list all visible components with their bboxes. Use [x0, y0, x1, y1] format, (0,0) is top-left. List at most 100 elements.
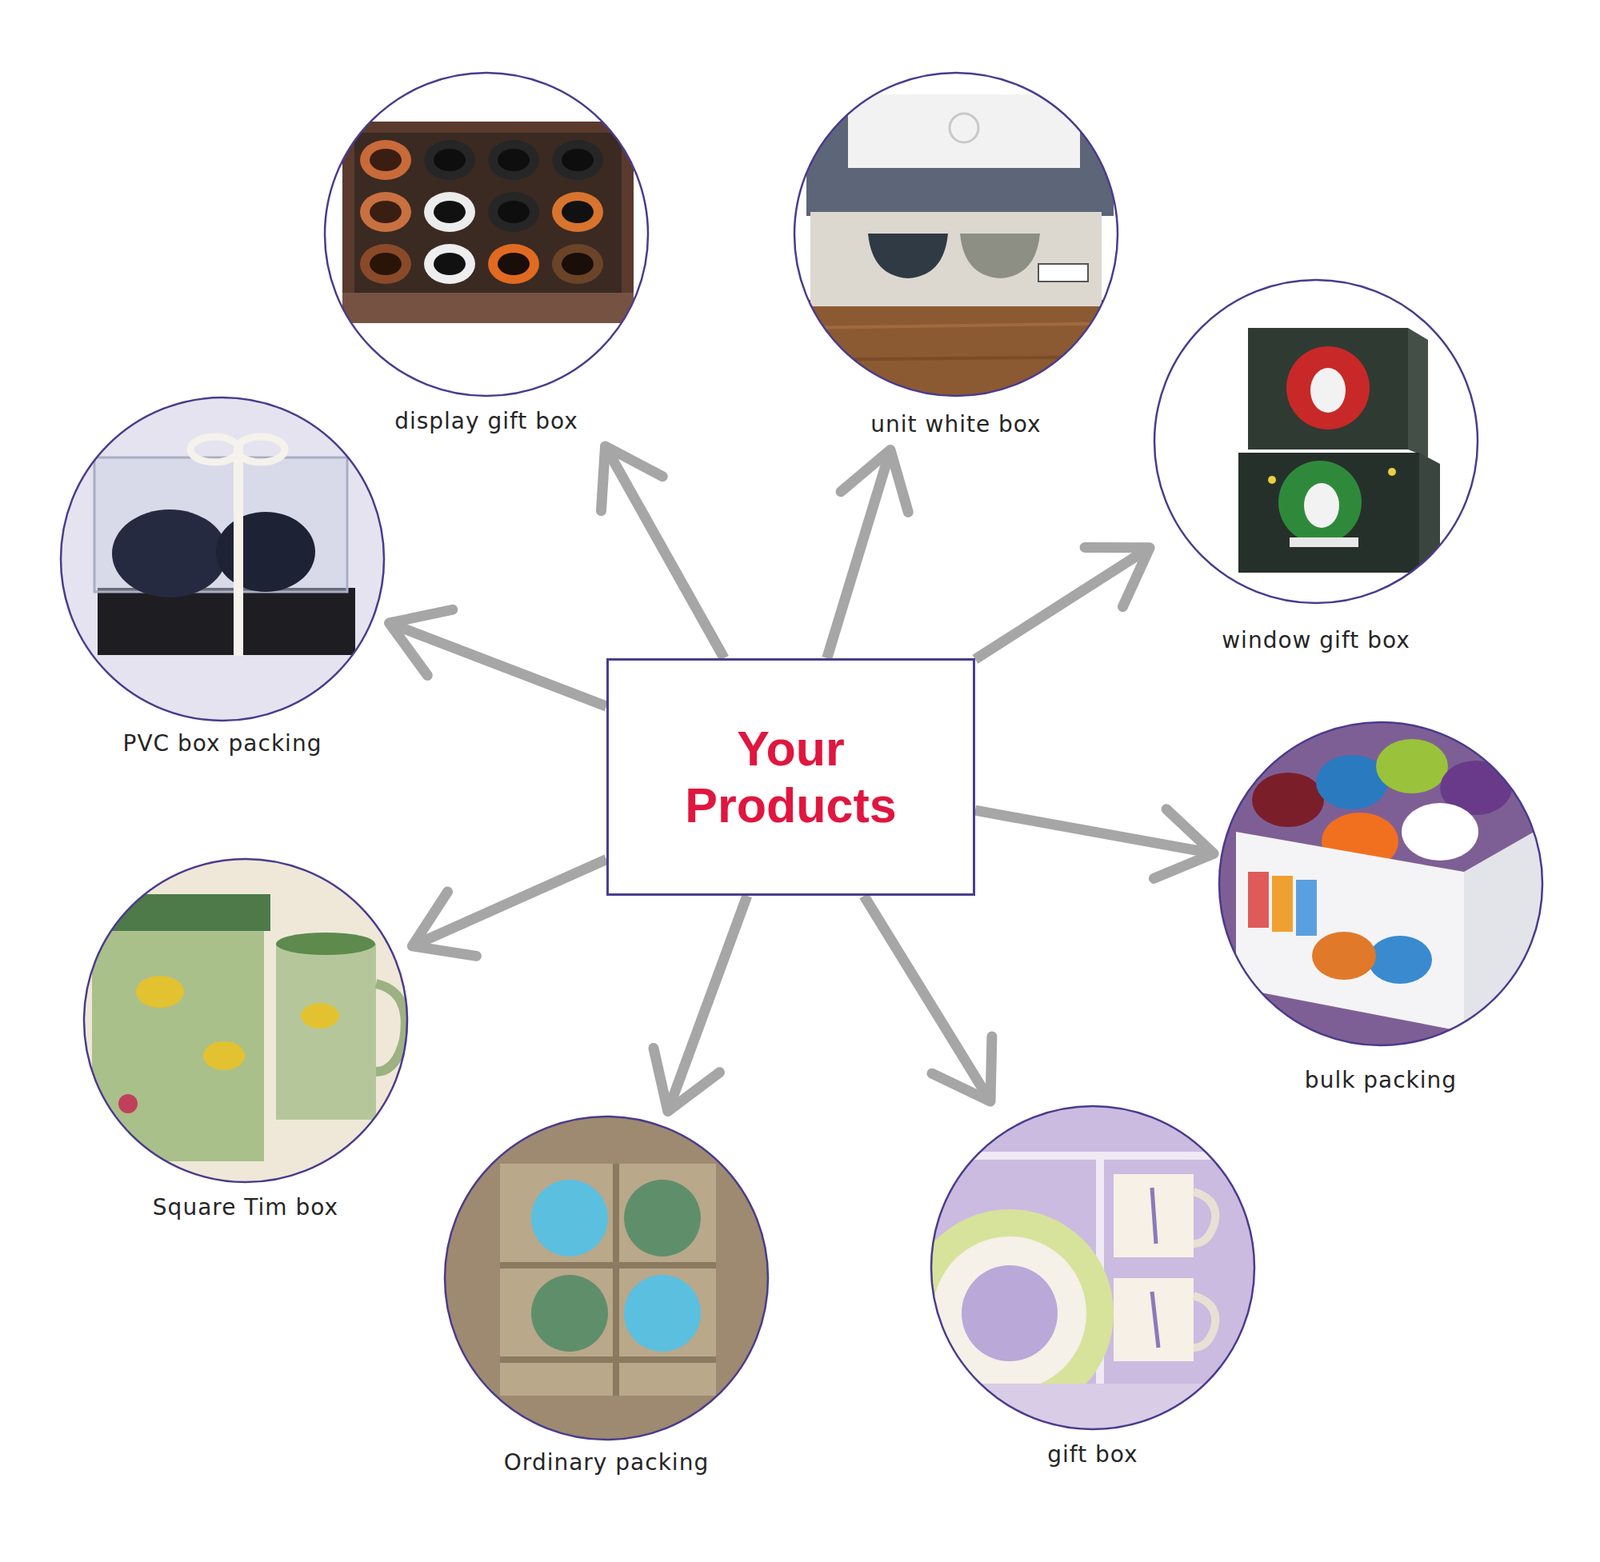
illustration-shape: [433, 252, 466, 276]
illustration-shape: [794, 72, 1118, 396]
illustration-shape: [624, 1275, 701, 1352]
illustration-shape: [376, 984, 406, 1072]
illustration-shape: [342, 121, 634, 324]
illustration-shape: [1286, 346, 1370, 430]
packing-circle: Square Tim box: [84, 859, 408, 1228]
illustration-shape: [500, 1164, 716, 1396]
arrow: [389, 609, 607, 707]
illustration-shape: [1152, 276, 1488, 612]
illustration-shape: [92, 905, 264, 1162]
illustration-shape: [84, 859, 408, 1183]
arrow-head: [840, 449, 908, 512]
illustration-shape: [1113, 1174, 1194, 1258]
illustration-shape: [1368, 936, 1432, 984]
illustration-shape: [1310, 368, 1346, 413]
illustration-shape: [444, 1116, 768, 1440]
illustration-shape: [56, 396, 392, 732]
illustration-shape: [561, 252, 594, 276]
arrow: [864, 896, 992, 1102]
illustration-shape: [118, 1094, 138, 1114]
packing-circle: PVC box packing: [60, 397, 384, 764]
illustration-shape: [80, 856, 416, 1192]
illustration-shape: [1252, 772, 1324, 828]
packing-circle: Ordinary packing: [444, 1116, 768, 1484]
illustration-shape: [1038, 264, 1088, 282]
illustration-shape: [806, 94, 1114, 216]
packing-label: Square Tim box: [152, 1194, 339, 1222]
illustration-shape: [488, 140, 540, 180]
illustration-shape: [497, 200, 530, 224]
illustration-shape: [440, 1112, 776, 1448]
illustration-shape: [1152, 1188, 1156, 1244]
illustration-shape: [369, 252, 402, 276]
bulk-packing-photo: [1216, 720, 1552, 1056]
arrow: [827, 449, 909, 659]
packing-circle: bulk packing: [1219, 722, 1543, 1101]
illustration-shape: [1401, 803, 1479, 861]
illustration-shape: [190, 436, 239, 463]
arrow: [412, 859, 607, 956]
illustration-shape: [1388, 468, 1396, 476]
illustration-shape: [236, 436, 285, 463]
illustration-shape: [949, 113, 979, 143]
illustration-shape: [112, 509, 228, 598]
illustration-shape: [624, 1180, 701, 1257]
illustration-shape: [1376, 739, 1448, 794]
illustration-shape: [1289, 537, 1359, 548]
illustration-shape: [960, 233, 1040, 279]
illustration-shape: [60, 397, 384, 721]
packing-circle: unit white box: [794, 72, 1118, 445]
illustration-shape: [561, 148, 594, 172]
illustration-shape: [497, 252, 530, 276]
illustration-shape: [931, 1106, 1255, 1430]
illustration-shape: [1419, 452, 1440, 581]
illustration-shape: [369, 148, 402, 172]
illustration-shape: [97, 588, 356, 656]
illustration-shape: [1278, 460, 1362, 544]
center-box: Your Products: [606, 658, 976, 896]
illustration-shape: [810, 212, 1102, 307]
illustration-shape: [868, 233, 948, 279]
illustration-shape: [792, 300, 1128, 404]
illustration-shape: [424, 140, 476, 180]
illustration-shape: [1113, 1278, 1194, 1362]
illustration-shape: [360, 244, 412, 284]
illustration-shape: [233, 444, 244, 656]
illustration-shape: [1193, 1296, 1216, 1348]
illustration-shape: [369, 200, 402, 224]
illustration-shape: [1272, 876, 1293, 932]
packing-label: unit white box: [870, 411, 1041, 439]
arrow-head: [389, 609, 453, 676]
illustration-shape: [848, 94, 1080, 168]
illustration-shape: [320, 68, 656, 404]
illustration-shape: [1268, 476, 1276, 484]
arrow-head: [412, 892, 476, 956]
packing-circle: display gift box: [324, 72, 648, 442]
illustration-shape: [612, 1164, 620, 1396]
arrow: [975, 809, 1214, 880]
illustration-shape: [1408, 328, 1428, 458]
illustration-shape: [961, 1265, 1058, 1362]
illustration-shape: [84, 894, 271, 932]
illustration-shape: [1304, 483, 1340, 528]
illustration-shape: [1152, 1292, 1159, 1348]
illustration-shape: [1248, 328, 1408, 450]
illustration-shape: [276, 944, 376, 1120]
illustration-shape: [792, 68, 1128, 404]
arrow-shaft: [864, 896, 991, 1102]
arrow-shaft: [975, 548, 1150, 660]
center-title: Your Products: [637, 720, 944, 833]
illustration-shape: [136, 976, 184, 1008]
illustration-shape: [488, 244, 540, 284]
arrow-head: [932, 1036, 992, 1102]
illustration-shape: [928, 1384, 1264, 1440]
arrow: [975, 547, 1150, 660]
illustration-shape: [561, 200, 594, 224]
packing-label: window gift box: [1221, 627, 1411, 655]
illustration-shape: [531, 1180, 608, 1257]
packing-label: Ordinary packing: [504, 1449, 709, 1477]
illustration-shape: [433, 200, 466, 224]
illustration-shape: [1238, 452, 1420, 573]
illustration-shape: [1193, 1192, 1216, 1244]
arrow: [653, 896, 748, 1112]
